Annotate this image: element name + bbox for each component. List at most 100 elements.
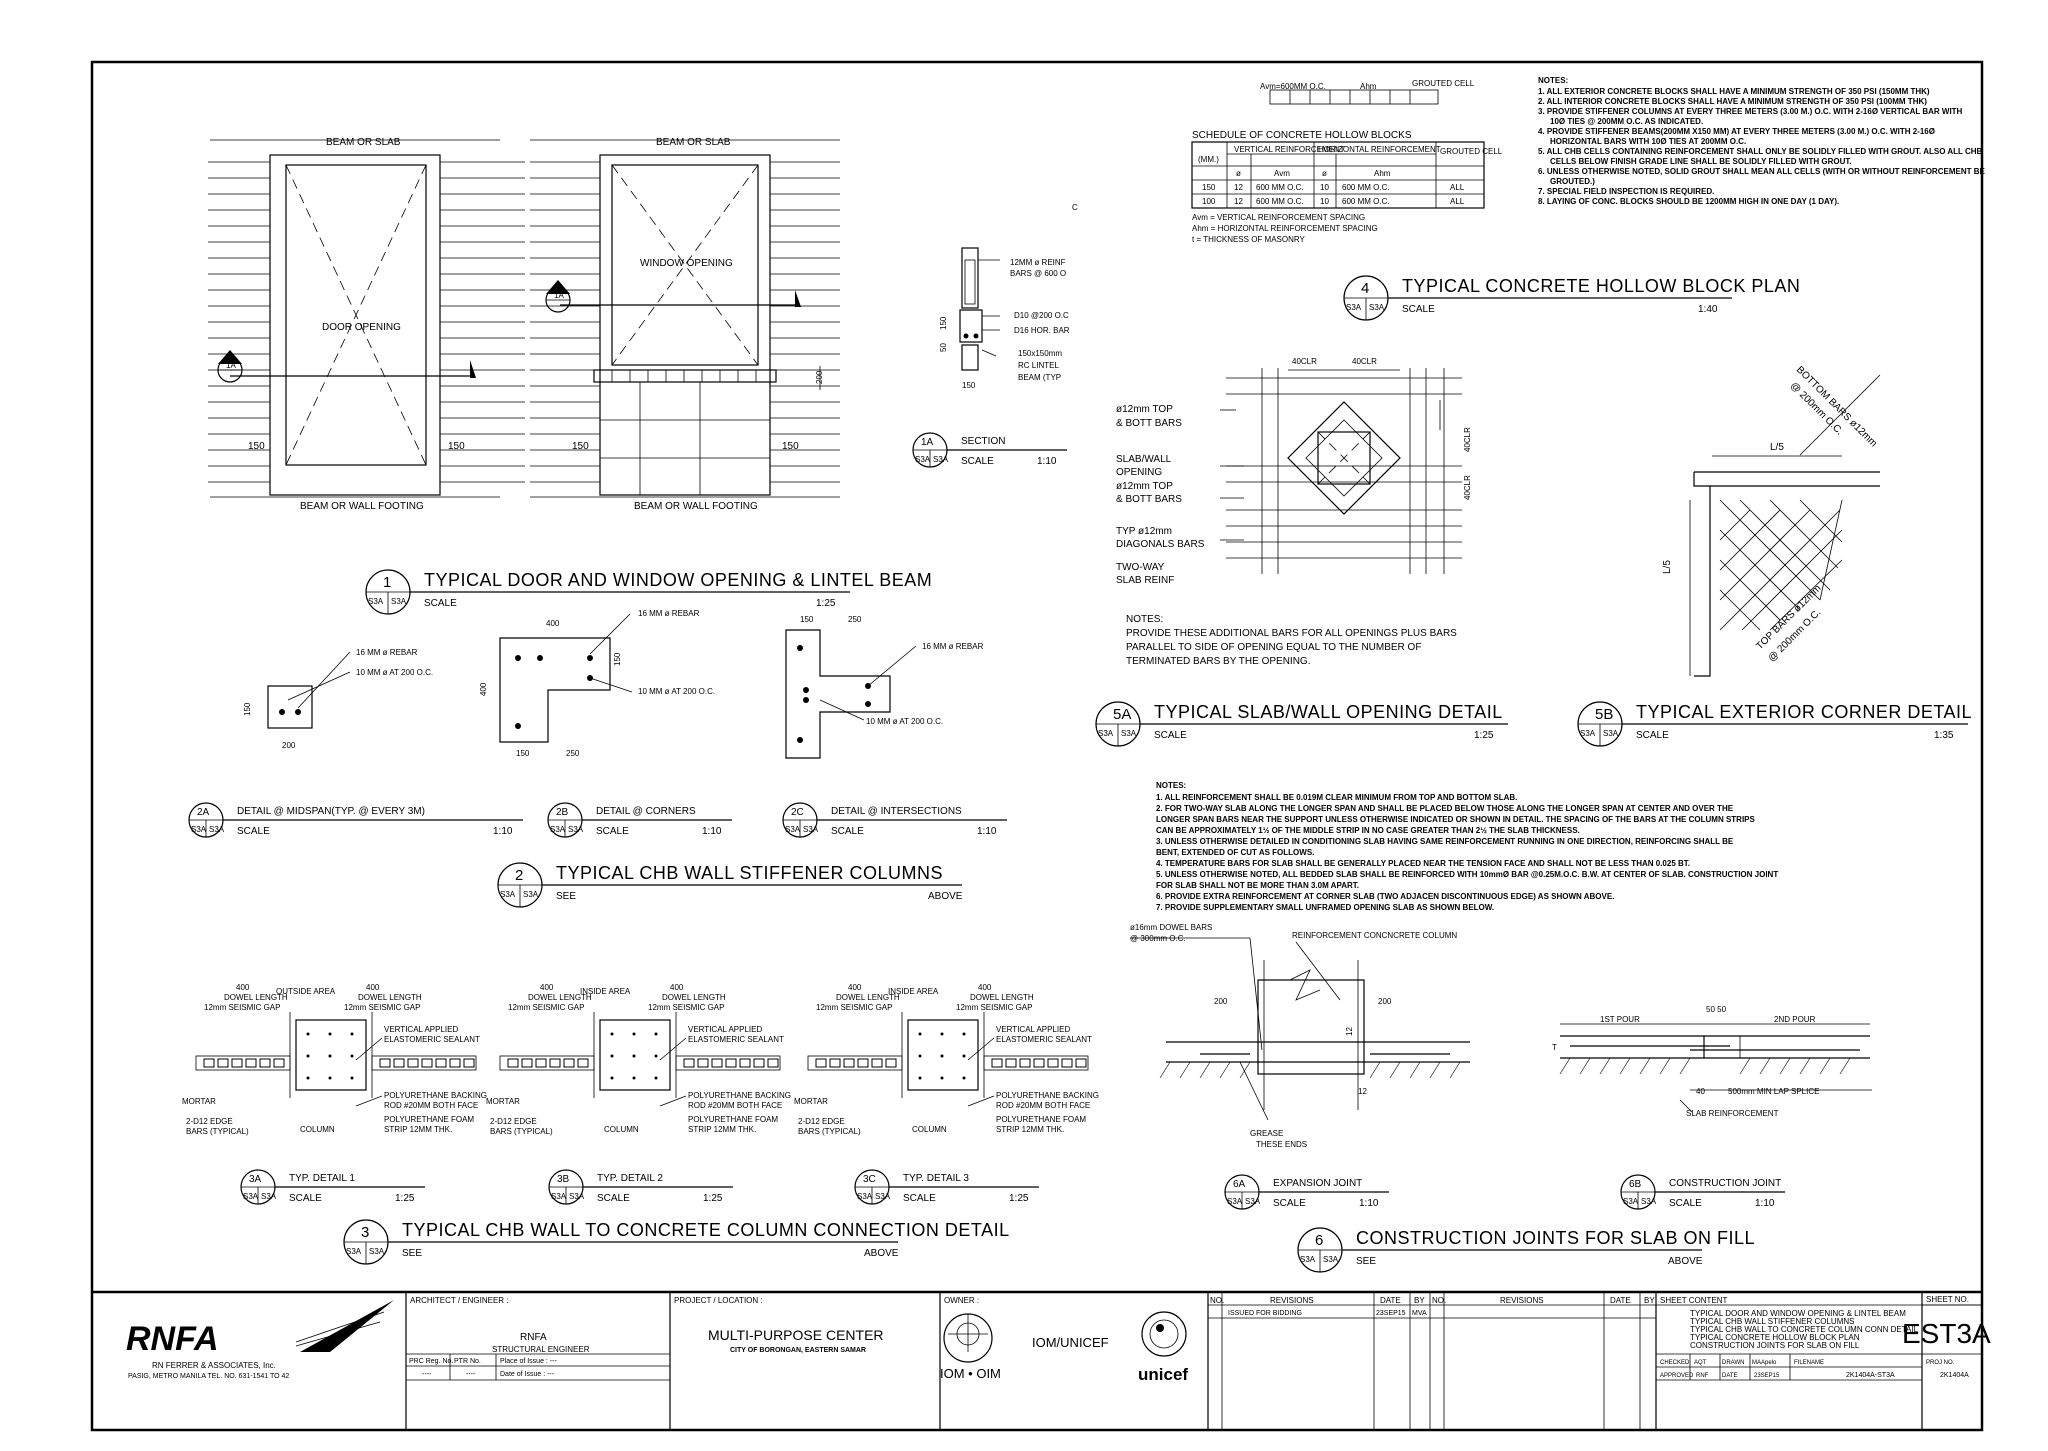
slab-note-line-1: 1. ALL REINFORCEMENT SHALL BE 0.019M CLE… xyxy=(1156,793,1517,802)
dim-150-window-left: 150 xyxy=(572,441,589,452)
title-num-d6b: 6B xyxy=(1629,1179,1642,1190)
rev-row-date: 23SEP15 xyxy=(1376,1310,1406,1317)
5a-label-o12-top: ø12mm TOP xyxy=(1116,404,1173,415)
6a-label-these-ends: THESE ENDS xyxy=(1256,1140,1307,1149)
label-beam-or-slab-window: BEAM OR SLAB xyxy=(656,137,731,148)
firm-address: PASIG, METRO MANILA TEL. NO. 631-1541 TO… xyxy=(128,1373,289,1380)
schedule-caption-grouted: GROUTED CELL xyxy=(1412,79,1475,88)
conn-3b-gap-b: 12mm SEISMIC GAP xyxy=(648,1003,724,1012)
conn-3a-backing2: ROD #20MM BOTH FACE xyxy=(384,1101,478,1110)
title-num-d6a: 6A xyxy=(1233,1179,1246,1190)
top-note-8: 8. LAYING OF CONC. BLOCKS SHOULD BE 1200… xyxy=(1538,197,1839,206)
conn-3a-sealant2: ELASTOMERIC SEALANT xyxy=(384,1035,480,1044)
slab-note-line-4: CAN BE APPROXIMATELY 1½ OF THE MIDDLE ST… xyxy=(1156,826,1580,835)
conn-3b-area: INSIDE AREA xyxy=(580,987,631,996)
schedule-cell-0-1: 12 xyxy=(1234,183,1243,192)
schedule-h-grouted: GROUTED CELL xyxy=(1440,147,1503,156)
5a-label-slab-wall: SLAB/WALL xyxy=(1116,454,1172,465)
title-ref1-d3a: S3A xyxy=(243,1192,259,1201)
5a-label-diag: DIAGONALS BARS xyxy=(1116,539,1205,550)
schedule-h-horiz: HORIZONTAL REINFORCEMENT xyxy=(1318,145,1441,154)
tb-drawn-by: MAApelo xyxy=(1752,1360,1777,1366)
title-ref2-d3b: S3A xyxy=(569,1192,585,1201)
title-text-d3b: TYP. DETAIL 2 xyxy=(597,1173,663,1184)
2a-dim-200: 200 xyxy=(282,741,296,750)
5a-notes-line2: PARALLEL TO SIDE OF OPENING EQUAL TO THE… xyxy=(1126,642,1421,653)
top-notes-heading: NOTES: xyxy=(1538,76,1568,85)
sheet-content-2: TYPICAL CHB WALL STIFFENER COLUMNS xyxy=(1690,1317,1854,1326)
schedule-cell-0-5: ALL xyxy=(1450,183,1465,192)
2b-dim-150: 150 xyxy=(516,749,530,758)
title-text-d2b: DETAIL @ CORNERS xyxy=(596,806,696,817)
title-ref2-d5b: S3A xyxy=(1603,729,1619,738)
title-text-d2c: DETAIL @ INTERSECTIONS xyxy=(831,806,962,817)
6a-dim-200-right: 200 xyxy=(1378,997,1392,1006)
title-ref2-d3a: S3A xyxy=(261,1192,277,1201)
ptr-value: ---- xyxy=(466,1371,476,1378)
title-ref1-d3: S3A xyxy=(346,1247,362,1256)
title-ref1-d2: S3A xyxy=(500,890,516,899)
2b-label-rebar: 16 MM ø REBAR xyxy=(638,609,700,618)
title-num-d1a: 1A xyxy=(921,437,934,448)
title-text-d2: TYPICAL CHB WALL STIFFENER COLUMNS xyxy=(556,863,943,883)
title-text-d6a: EXPANSION JOINT xyxy=(1273,1178,1362,1189)
2b-dim-400: 400 xyxy=(546,619,560,628)
title-text-d1a: SECTION xyxy=(961,436,1005,447)
conn-3c-backing2: ROD #20MM BOTH FACE xyxy=(996,1101,1090,1110)
title-ref1-d5b: S3A xyxy=(1580,729,1596,738)
title-scale-d3b: 1:25 xyxy=(703,1193,723,1204)
conn-3c-dim400a: 400 xyxy=(848,983,862,992)
5a-label-bott-bars: & BOTT BARS xyxy=(1116,418,1182,429)
title-scale-d1a: 1:10 xyxy=(1037,456,1057,467)
title-text-d5a: TYPICAL SLAB/WALL OPENING DETAIL xyxy=(1154,702,1503,722)
dim-150-window-right: 150 xyxy=(782,441,799,452)
sec-dim-150-bottom: 150 xyxy=(962,381,976,390)
label-footing-door: BEAM OR WALL FOOTING xyxy=(300,501,424,512)
title-num-d6: 6 xyxy=(1315,1232,1323,1249)
title-ref2-d2: S3A xyxy=(523,890,539,899)
title-text-d3: TYPICAL CHB WALL TO CONCRETE COLUMN CONN… xyxy=(402,1220,1010,1240)
conn-3c-area: INSIDE AREA xyxy=(888,987,939,996)
schedule-cell-1-4: 600 MM O.C. xyxy=(1342,197,1390,206)
title-scale-d5b: 1:35 xyxy=(1934,730,1954,741)
conn-3a-mortar: MORTAR xyxy=(182,1097,216,1106)
conn-3c-edge1: 2-D12 EDGE xyxy=(798,1117,845,1126)
sheet-content-label: SHEET CONTENT xyxy=(1660,1296,1728,1305)
top-note-6-1: GROUTED.) xyxy=(1550,177,1595,186)
6b-dim-40: 40 xyxy=(1696,1087,1705,1096)
conn-3c-gap-b: 12mm SEISMIC GAP xyxy=(956,1003,1032,1012)
title-num-d2b: 2B xyxy=(556,807,569,818)
title-scale-d2a: 1:10 xyxy=(493,826,513,837)
5a-label-two-way: TWO-WAY xyxy=(1116,562,1165,573)
6b-dim-5050: 50 50 xyxy=(1706,1005,1727,1014)
schedule-cell-1-1: 12 xyxy=(1234,197,1243,206)
iom-logo: IOM • OIM xyxy=(940,1313,1001,1381)
title-scale-label-d3c: SCALE xyxy=(903,1193,936,1204)
rnfa-logo: RNFA RN FERRER & ASSOCIATES, Inc. PASIG,… xyxy=(126,1300,394,1380)
sheet-content-5: CONSTRUCTION JOINTS FOR SLAB ON FILL xyxy=(1690,1341,1860,1350)
rev-h-no2: NO. xyxy=(1432,1296,1446,1305)
sheet-content-4: TYPICAL CONCRETE HOLLOW BLOCK PLAN xyxy=(1690,1333,1860,1342)
unicef-text: unicef xyxy=(1138,1365,1188,1384)
detail-2b-corners: 16 MM ø REBAR 10 MM ø AT 200 O.C. 400 15… xyxy=(479,609,715,758)
title-num-d3b: 3B xyxy=(557,1174,570,1185)
conn-3a-dim400b: 400 xyxy=(366,983,380,992)
slab-note-line-5: 3. UNLESS OTHERWISE DETAILED IN CONDITIO… xyxy=(1156,837,1734,846)
title-num-d5b: 5B xyxy=(1595,706,1613,723)
schedule-h-phi2: ø xyxy=(1322,169,1327,178)
conn-3b-edge1: 2-D12 EDGE xyxy=(490,1117,537,1126)
5a-clr40-1: 40CLR xyxy=(1292,357,1317,366)
5a-label-typ-o12: TYP ø12mm xyxy=(1116,526,1172,537)
arch-label: ARCHITECT / ENGINEER : xyxy=(410,1296,509,1305)
firm-name: RN FERRER & ASSOCIATES, Inc. xyxy=(152,1361,276,1370)
title-ref1-d6b: S3A xyxy=(1623,1197,1639,1206)
schedule-cell-0-3: 10 xyxy=(1320,183,1329,192)
